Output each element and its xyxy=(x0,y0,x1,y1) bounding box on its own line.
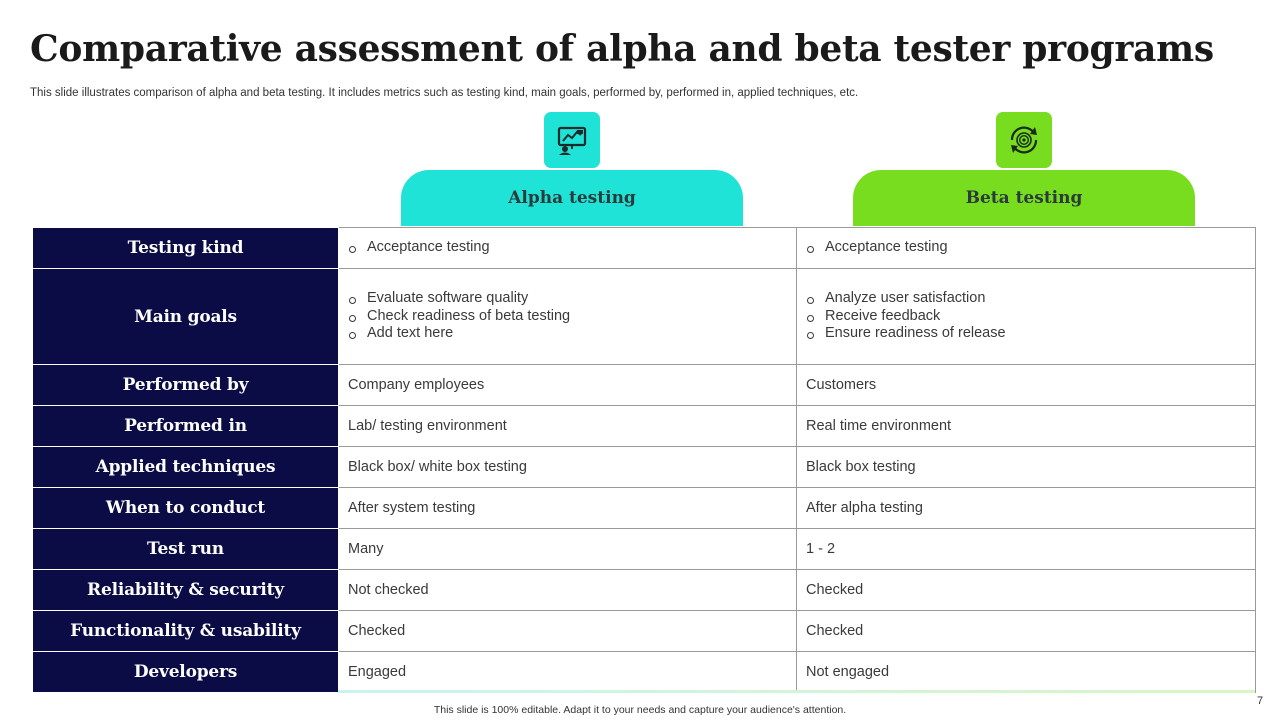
beta-cell: 1 - 2 xyxy=(796,528,1256,570)
row-label: Functionality & usability xyxy=(32,610,339,652)
alpha-cell: Evaluate software quality Check readines… xyxy=(338,268,797,365)
row-label: When to conduct xyxy=(32,487,339,529)
bottom-accent-line xyxy=(338,690,1255,693)
table-row: Reliability & security Not checked Check… xyxy=(32,569,1256,611)
alpha-cell: Acceptance testing xyxy=(338,227,797,269)
table-row: When to conduct After system testing Aft… xyxy=(32,487,1256,529)
alpha-cell: Engaged xyxy=(338,651,797,693)
beta-cell: Not engaged xyxy=(796,651,1256,693)
beta-cell: Checked xyxy=(796,569,1256,611)
row-label: Performed by xyxy=(32,364,339,406)
table-row: Performed in Lab/ testing environment Re… xyxy=(32,405,1256,447)
row-label: Performed in xyxy=(32,405,339,447)
alpha-cell: After system testing xyxy=(338,487,797,529)
beta-cell: After alpha testing xyxy=(796,487,1256,529)
list-item: Check readiness of beta testing xyxy=(348,308,787,326)
alpha-cell: Black box/ white box testing xyxy=(338,446,797,488)
alpha-cell: Not checked xyxy=(338,569,797,611)
alpha-cell: Company employees xyxy=(338,364,797,406)
row-label: Applied techniques xyxy=(32,446,339,488)
table-row: Main goals Evaluate software quality Che… xyxy=(32,268,1256,365)
beta-cell: Customers xyxy=(796,364,1256,406)
alpha-cell: Lab/ testing environment xyxy=(338,405,797,447)
beta-cell: Analyze user satisfaction Receive feedba… xyxy=(796,268,1256,365)
row-label: Testing kind xyxy=(32,227,339,269)
alpha-cell: Many xyxy=(338,528,797,570)
beta-cell: Checked xyxy=(796,610,1256,652)
beta-cell: Real time environment xyxy=(796,405,1256,447)
list-item: Receive feedback xyxy=(806,308,1246,326)
page-subtitle: This slide illustrates comparison of alp… xyxy=(30,87,859,99)
footer-note: This slide is 100% editable. Adapt it to… xyxy=(433,704,847,716)
table-row: Testing kind Acceptance testing Acceptan… xyxy=(32,227,1256,269)
list-item: Analyze user satisfaction xyxy=(806,290,1246,308)
beta-column-header: Beta testing xyxy=(853,170,1195,226)
comparison-table: Testing kind Acceptance testing Acceptan… xyxy=(32,227,1256,693)
presentation-chart-icon xyxy=(557,126,587,155)
row-label: Test run xyxy=(32,528,339,570)
alpha-icon-box xyxy=(544,112,600,168)
alpha-column-header: Alpha testing xyxy=(401,170,743,226)
list-item: Acceptance testing xyxy=(348,239,787,257)
beta-icon-box xyxy=(996,112,1052,168)
table-row: Performed by Company employees Customers xyxy=(32,364,1256,406)
table-row: Test run Many 1 - 2 xyxy=(32,528,1256,570)
list-item: Add text here xyxy=(348,325,787,343)
page-number: 7 xyxy=(1257,695,1264,707)
row-label: Reliability & security xyxy=(32,569,339,611)
table-row: Functionality & usability Checked Checke… xyxy=(32,610,1256,652)
table-row: Developers Engaged Not engaged xyxy=(32,651,1256,693)
row-label: Main goals xyxy=(32,268,339,365)
alpha-cell: Checked xyxy=(338,610,797,652)
beta-cell: Acceptance testing xyxy=(796,227,1256,269)
row-label: Developers xyxy=(32,651,339,693)
cycle-fingerprint-icon xyxy=(1010,126,1038,154)
page-title: Comparative assessment of alpha and beta… xyxy=(30,28,1214,70)
table-row: Applied techniques Black box/ white box … xyxy=(32,446,1256,488)
list-item: Acceptance testing xyxy=(806,239,1246,257)
list-item: Ensure readiness of release xyxy=(806,325,1246,343)
beta-cell: Black box testing xyxy=(796,446,1256,488)
list-item: Evaluate software quality xyxy=(348,290,787,308)
